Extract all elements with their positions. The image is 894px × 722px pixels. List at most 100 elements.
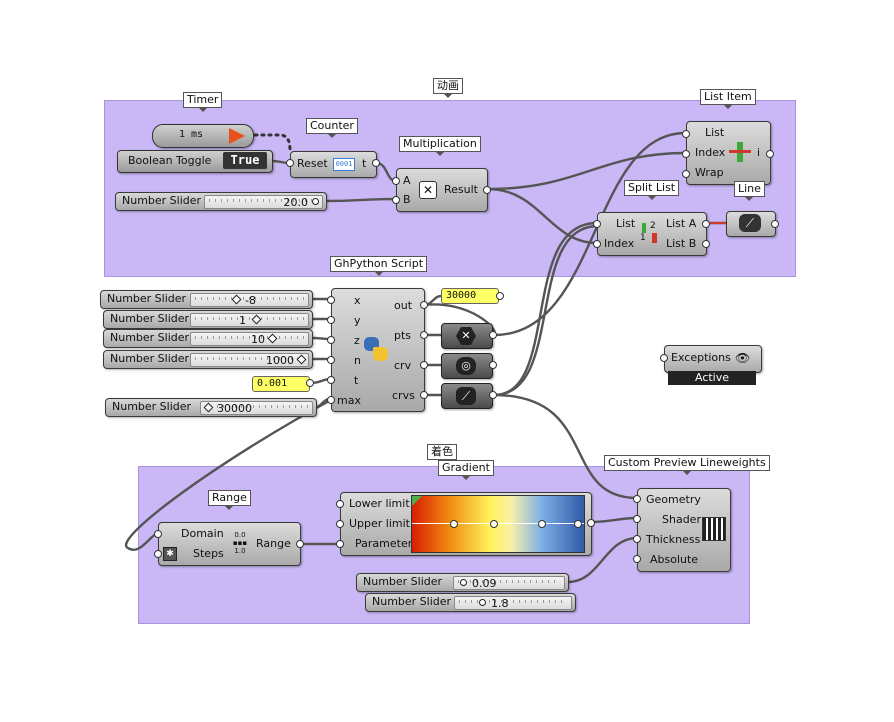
gradient-component[interactable]: Lower limit Upper limit Parameter [340, 492, 592, 556]
multiplication-tag: Multiplication [399, 136, 481, 156]
exceptions-input-port[interactable] [660, 354, 668, 362]
ghpython-port-crvs[interactable] [420, 391, 428, 399]
range-param-icon: ✱ [163, 547, 177, 561]
curves-param[interactable]: ⟋ [441, 383, 493, 409]
split-list-a-port[interactable] [702, 220, 710, 228]
panel-out[interactable]: 30000 [441, 288, 499, 304]
exceptions-component[interactable]: Exceptions 👁 [664, 345, 762, 373]
gradient-preview[interactable] [411, 495, 585, 553]
ghpython-port-max[interactable] [327, 396, 335, 404]
list-item-wrap-label: Wrap [695, 166, 724, 179]
range-component[interactable]: Domain Steps ✱ 0.0▪▪▪1.0 Range [158, 522, 301, 566]
boolean-toggle[interactable]: Boolean Toggle True [117, 150, 273, 173]
number-slider-y[interactable]: Number Slider 1 [103, 310, 313, 329]
slider-track[interactable]: -8 [190, 293, 309, 307]
line-output-port[interactable] [771, 220, 779, 228]
ghpython-port-pts[interactable] [420, 331, 428, 339]
number-slider-x[interactable]: Number Slider -8 [100, 290, 313, 309]
list-item-list-port[interactable] [682, 130, 690, 138]
point-param[interactable]: ✕ [441, 323, 493, 349]
slider-track[interactable]: 1 [190, 313, 309, 327]
list-item-wrap-port[interactable] [682, 170, 690, 178]
gradient-grip[interactable] [450, 520, 458, 528]
ghpython-port-out[interactable] [420, 301, 428, 309]
ghpython-port-n[interactable] [327, 356, 335, 364]
number-slider-n[interactable]: Number Slider 1000 [103, 350, 313, 369]
counter-reset-label: Reset [297, 157, 328, 170]
ghpython-port-t[interactable] [327, 376, 335, 384]
multiplication-result-port[interactable] [483, 186, 491, 194]
number-slider-z[interactable]: Number Slider 10 [103, 329, 313, 348]
multiplication-b-port[interactable] [392, 196, 400, 204]
range-domain-port[interactable] [154, 530, 162, 538]
number-slider-max[interactable]: Number Slider 30000 [105, 398, 317, 417]
slider-value: 10 [251, 333, 265, 346]
slider-track[interactable]: 1.8 [454, 596, 572, 610]
slider-grip-icon[interactable] [312, 198, 319, 205]
panel-out-port[interactable] [496, 292, 504, 300]
number-slider-absolute[interactable]: Number Slider 1.8 [365, 593, 576, 612]
range-output-label: Range [256, 537, 291, 550]
gradient-grip[interactable] [574, 520, 582, 528]
preview-geometry-port[interactable] [633, 495, 641, 503]
counter-component[interactable]: Reset 0001 t [290, 151, 377, 178]
number-slider-thickness[interactable]: Number Slider 0.09 [356, 573, 569, 592]
split-list-list-port[interactable] [593, 220, 601, 228]
eye-icon: 👁 [735, 351, 751, 365]
gradient-grip[interactable] [490, 520, 498, 528]
ghpython-component[interactable]: x y z n t max out pts crv crvs [331, 288, 425, 412]
preview-thickness-port[interactable] [633, 535, 641, 543]
curve-icon: ◎ [456, 357, 476, 375]
multiplication-component[interactable]: A B ✕ Result [396, 168, 488, 212]
panel-t-output-port[interactable] [306, 379, 314, 387]
curve-param-port[interactable] [489, 361, 497, 369]
slider-grip-icon[interactable] [296, 354, 307, 365]
ghpython-output-crvs: crvs [392, 389, 415, 402]
split-list-b-port[interactable] [702, 240, 710, 248]
split-list-icon: 2 1 [640, 221, 657, 243]
multiplication-input-b: B [403, 193, 411, 206]
slider-track[interactable]: 10 [190, 332, 309, 346]
list-item-component[interactable]: List Index Wrap i [686, 121, 771, 185]
counter-output-port[interactable] [372, 159, 380, 167]
ghpython-output-crv: crv [394, 359, 412, 372]
ghpython-port-x[interactable] [327, 296, 335, 304]
counter-input-port[interactable] [286, 159, 294, 167]
slider-grip-icon[interactable] [460, 579, 467, 586]
list-item-index-port[interactable] [682, 150, 690, 158]
gradient-lower-port[interactable] [336, 500, 344, 508]
ghpython-port-z[interactable] [327, 336, 335, 344]
preview-absolute-port[interactable] [633, 555, 641, 563]
range-output-port[interactable] [296, 540, 304, 548]
slider-track[interactable]: 20.0 [204, 195, 323, 209]
preview-shader-label: Shader [662, 513, 701, 526]
list-item-output-port[interactable] [766, 150, 774, 158]
gradient-grip[interactable] [538, 520, 546, 528]
timer[interactable]: 1 ms [152, 124, 254, 148]
preview-shader-port[interactable] [633, 515, 641, 523]
slider-value: 1.8 [491, 597, 509, 610]
slider-track[interactable]: 1000 [190, 353, 309, 367]
multiplication-a-port[interactable] [392, 177, 400, 185]
ghpython-output-pts: pts [394, 329, 412, 342]
custom-preview-component[interactable]: Geometry Shader Thickness Absolute [637, 488, 731, 572]
ghpython-port-y[interactable] [327, 316, 335, 324]
range-steps-port[interactable] [154, 550, 162, 558]
slider-track[interactable]: 30000 [200, 401, 313, 415]
split-list-component[interactable]: List Index 2 1 List A List B [597, 212, 707, 256]
panel-t[interactable]: 0.001 [252, 376, 310, 392]
gradient-param-port[interactable] [336, 540, 344, 548]
curves-param-port[interactable] [489, 391, 497, 399]
ghpython-port-crv[interactable] [420, 361, 428, 369]
slider-track[interactable]: 0.09 [453, 576, 565, 590]
line-component[interactable]: ⟋ [726, 211, 776, 237]
curve-param[interactable]: ◎ [441, 353, 493, 379]
split-list-index-port[interactable] [593, 240, 601, 248]
range-domain-label: Domain [181, 527, 224, 540]
point-param-port[interactable] [489, 331, 497, 339]
number-slider-20[interactable]: Number Slider 20.0 [115, 192, 327, 211]
gradient-upper-port[interactable] [336, 520, 344, 528]
boolean-toggle-value[interactable]: True [223, 152, 267, 169]
gradient-output-port[interactable] [587, 519, 595, 527]
slider-grip-icon[interactable] [479, 599, 486, 606]
